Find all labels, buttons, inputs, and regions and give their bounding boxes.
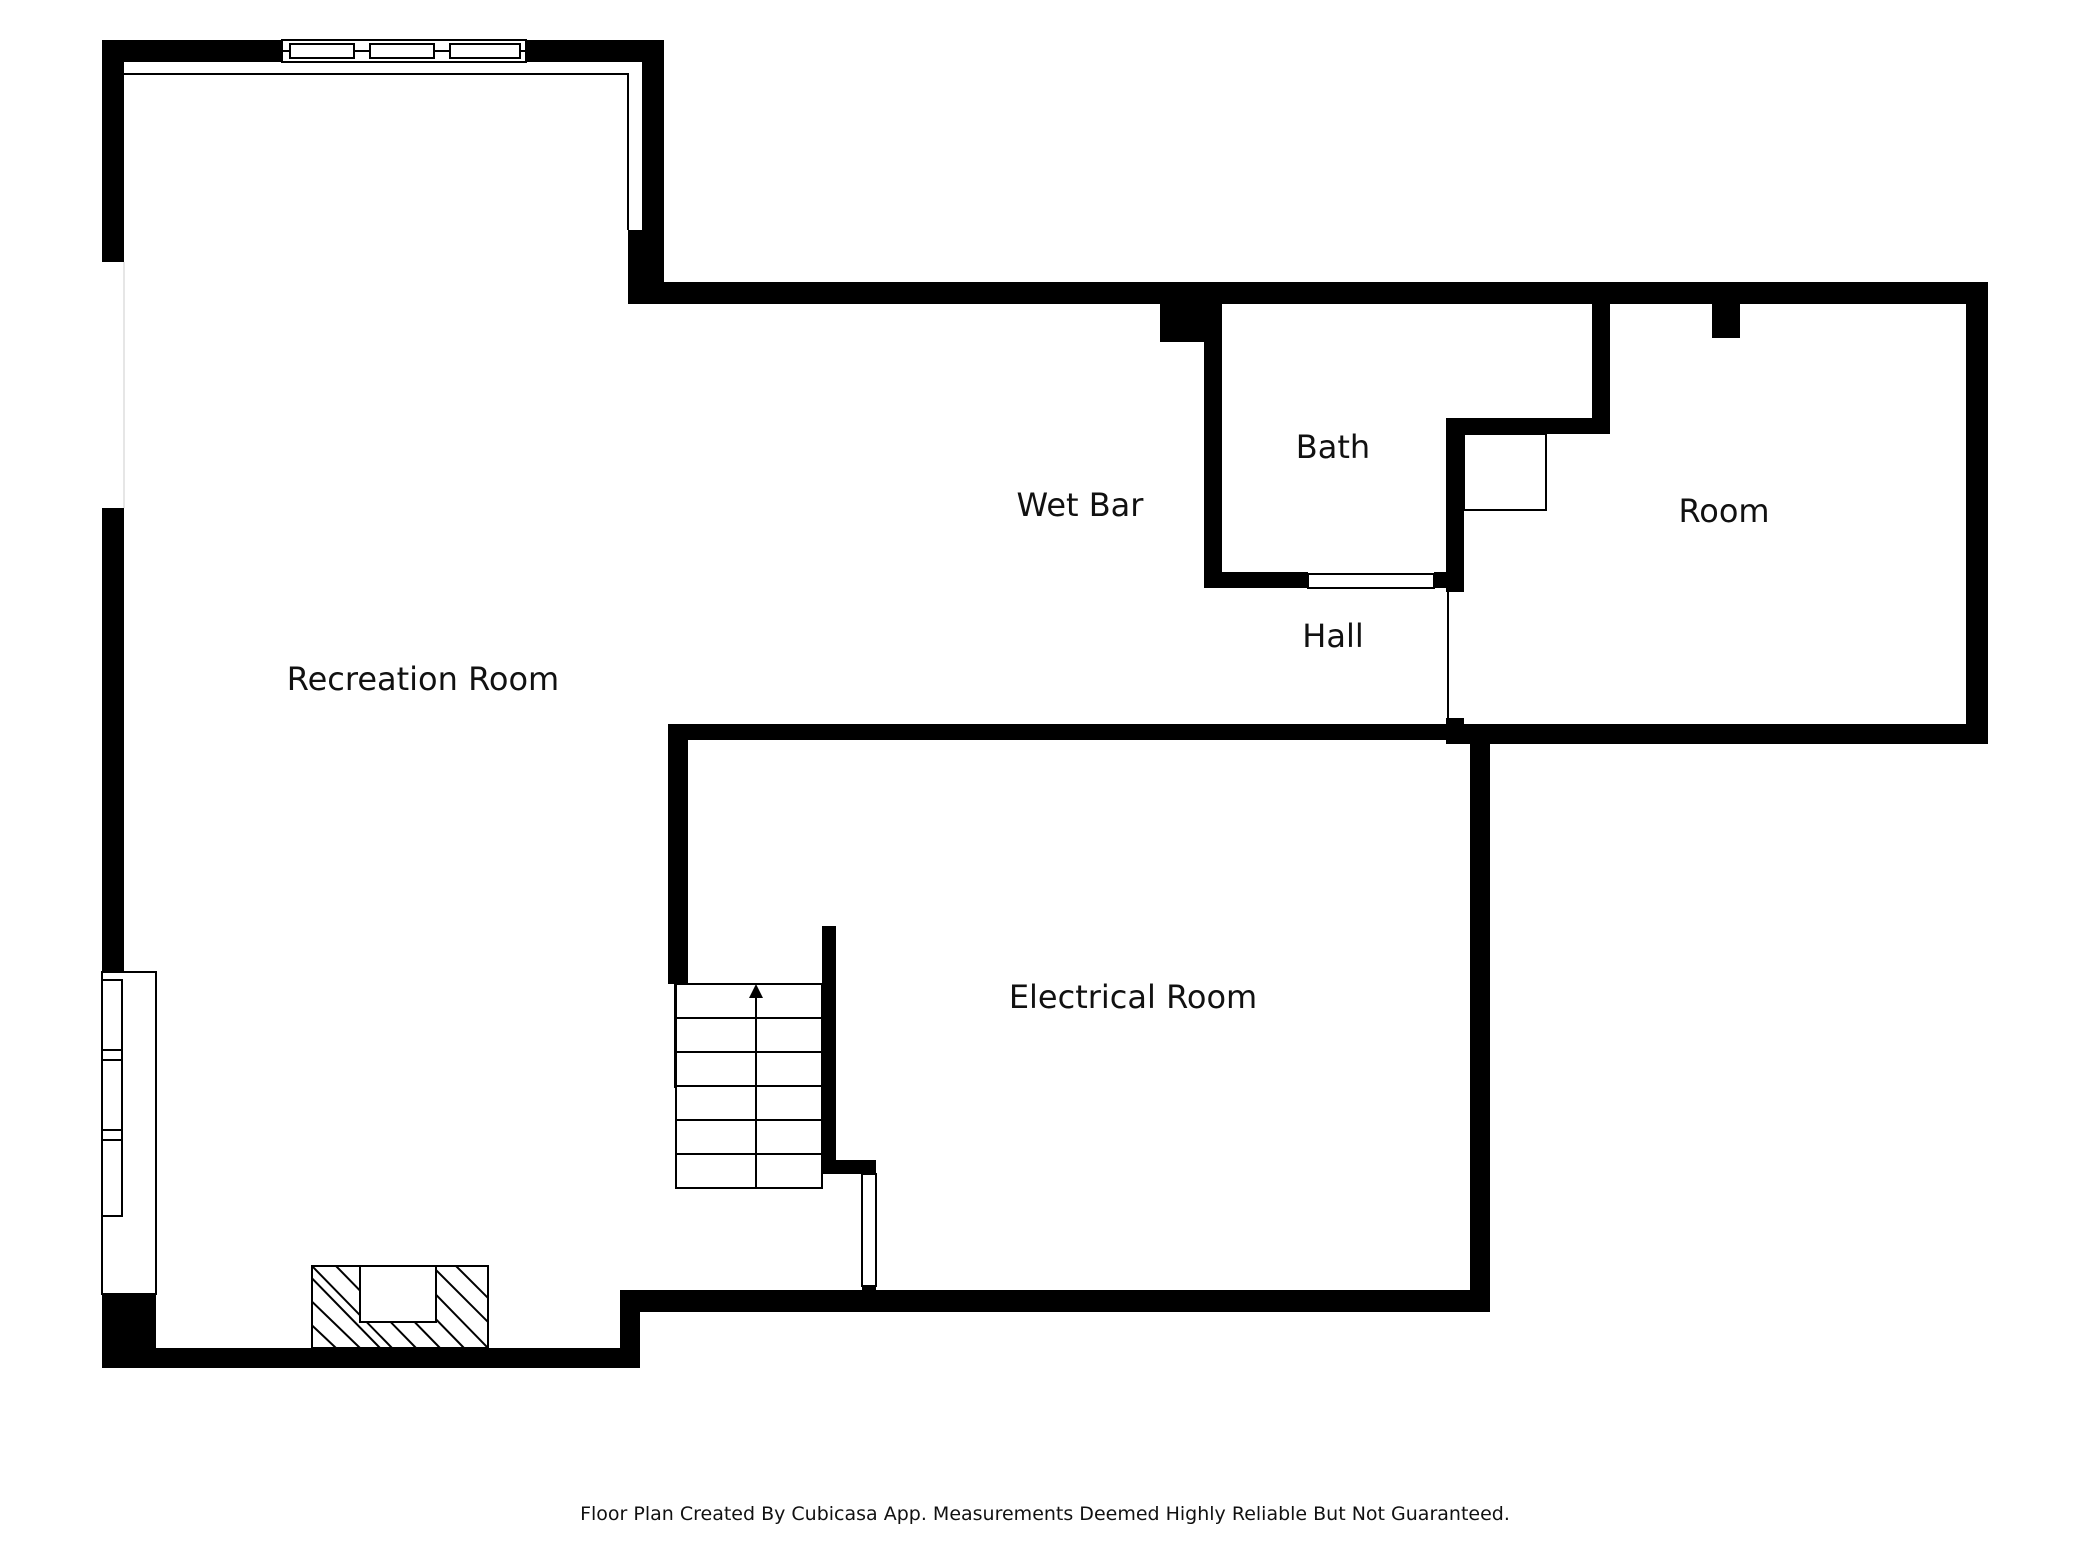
bath-fixture [1463, 433, 1547, 511]
fireplace [311, 1265, 489, 1349]
label-bath: Bath [1296, 428, 1370, 466]
label-wet-bar: Wet Bar [1017, 486, 1145, 524]
label-hall: Hall [1302, 617, 1363, 655]
stairs-arrow-icon [749, 984, 763, 998]
walls [102, 40, 1988, 1368]
room-labels: Recreation Room Wet Bar Bath Hall Room E… [287, 428, 1770, 1016]
bath-door [1307, 573, 1435, 589]
label-recreation-room: Recreation Room [287, 660, 559, 698]
electrical-room-door [861, 1173, 877, 1287]
stairs [675, 983, 823, 1189]
sliding-door [101, 971, 157, 1295]
label-electrical-room: Electrical Room [1009, 978, 1257, 1016]
top-window [281, 39, 527, 63]
left-opening [101, 262, 125, 508]
footer-disclaimer: Floor Plan Created By Cubicasa App. Meas… [580, 1503, 1510, 1525]
label-room: Room [1678, 492, 1769, 530]
